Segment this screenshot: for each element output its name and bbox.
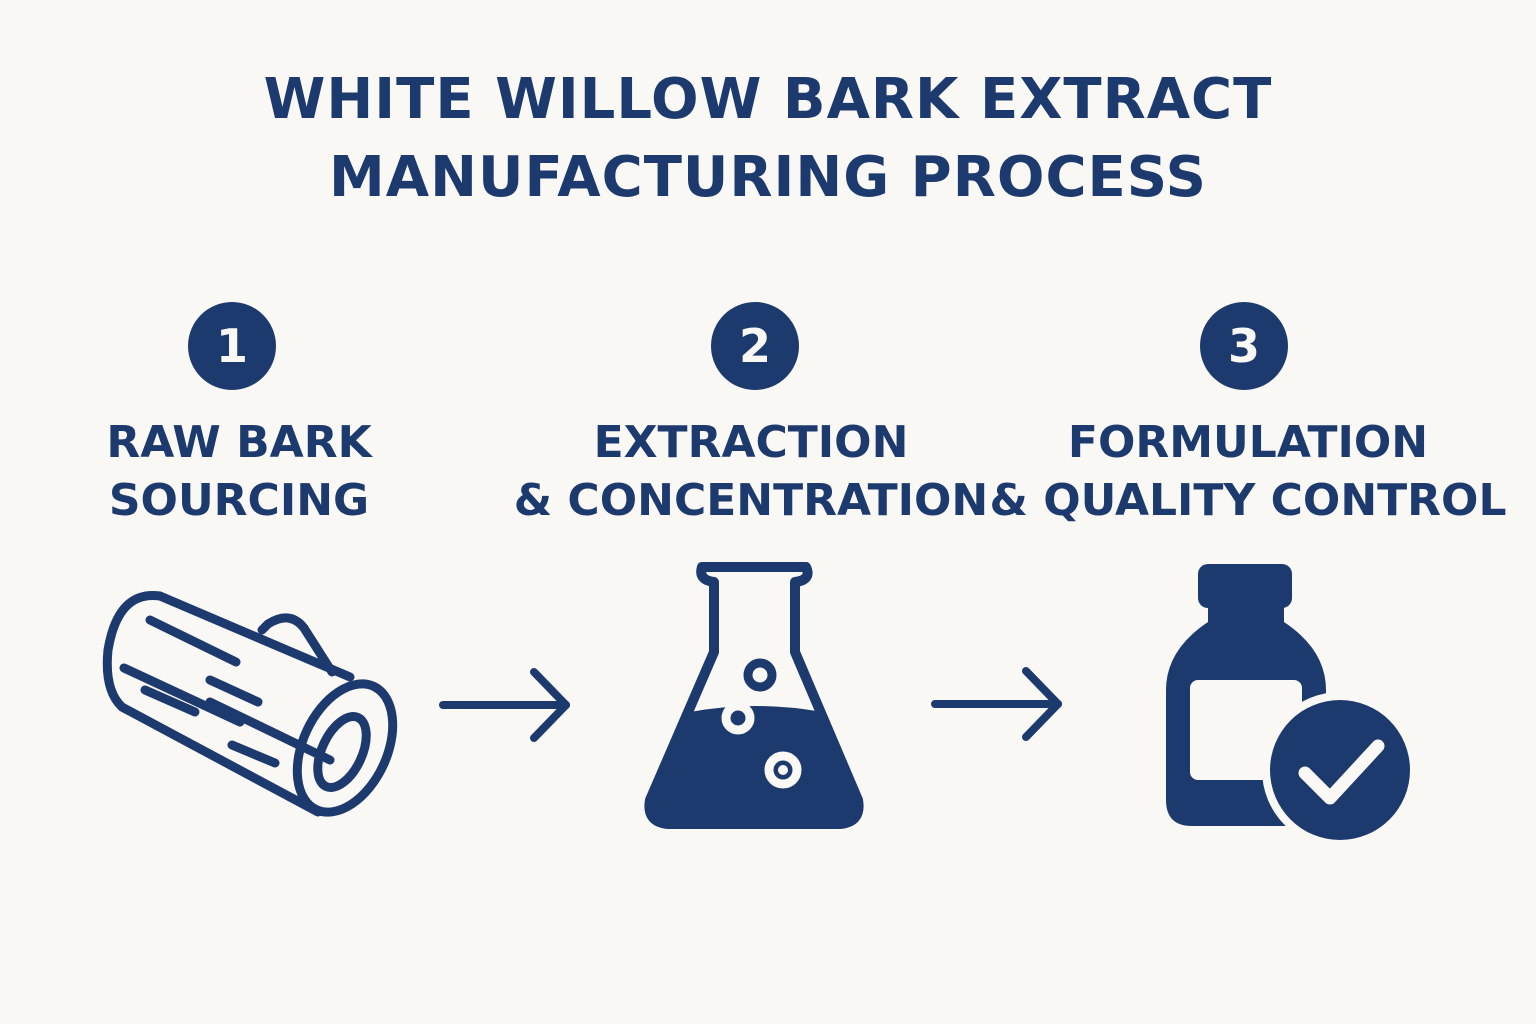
arrow-right-icon — [439, 668, 570, 742]
step-1-label-line-2: SOURCING — [108, 475, 370, 526]
step-3-label: FORMULATION & QUALITY CONTROL — [988, 414, 1508, 530]
log-icon — [102, 590, 398, 817]
step-3-label-line-2: & QUALITY CONTROL — [989, 475, 1507, 526]
step-1-number-badge: 1 — [188, 302, 276, 390]
step-3-label-line-1: FORMULATION — [1067, 417, 1429, 468]
flask-icon — [644, 562, 864, 829]
bottle-check-icon — [1166, 564, 1418, 848]
arrow-right-icon — [931, 667, 1062, 741]
diagram-title-line-1: WHITE WILLOW BARK EXTRACT — [263, 67, 1273, 132]
step-2-number-badge: 2 — [711, 302, 799, 390]
step-1-label-line-1: RAW BARK — [106, 417, 372, 468]
step-2-label: EXTRACTION & CONCENTRATION — [491, 414, 1011, 530]
step-3-number-badge: 3 — [1200, 302, 1288, 390]
step-1-label: RAW BARK SOURCING — [0, 414, 499, 530]
step-2-label-line-2: & CONCENTRATION — [513, 475, 989, 526]
step-2-label-line-1: EXTRACTION — [593, 417, 909, 468]
diagram-title-line-2: MANUFACTURING PROCESS — [329, 145, 1207, 210]
